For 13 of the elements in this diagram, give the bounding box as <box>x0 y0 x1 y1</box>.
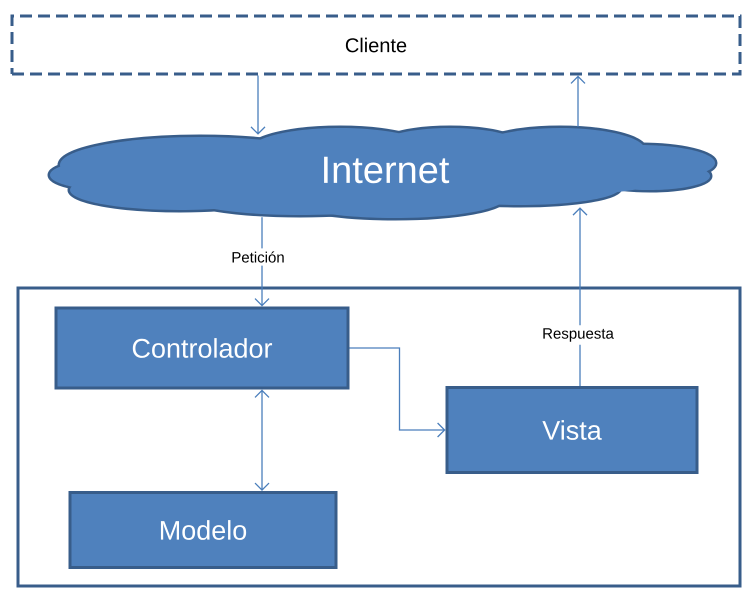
process-box: Vista <box>446 386 698 474</box>
client-box: Cliente <box>10 14 742 76</box>
arrow <box>572 207 588 386</box>
edge-label: Petición <box>228 248 288 266</box>
cloud: Internet <box>48 126 718 220</box>
edge-label: Respuesta <box>539 325 617 345</box>
arrow <box>350 347 446 438</box>
server-frame <box>16 286 742 588</box>
arrow <box>254 390 270 491</box>
arrow <box>570 76 586 127</box>
arrow <box>250 76 266 135</box>
process-box: Controlador <box>54 306 350 390</box>
process-box: Modelo <box>68 491 338 569</box>
